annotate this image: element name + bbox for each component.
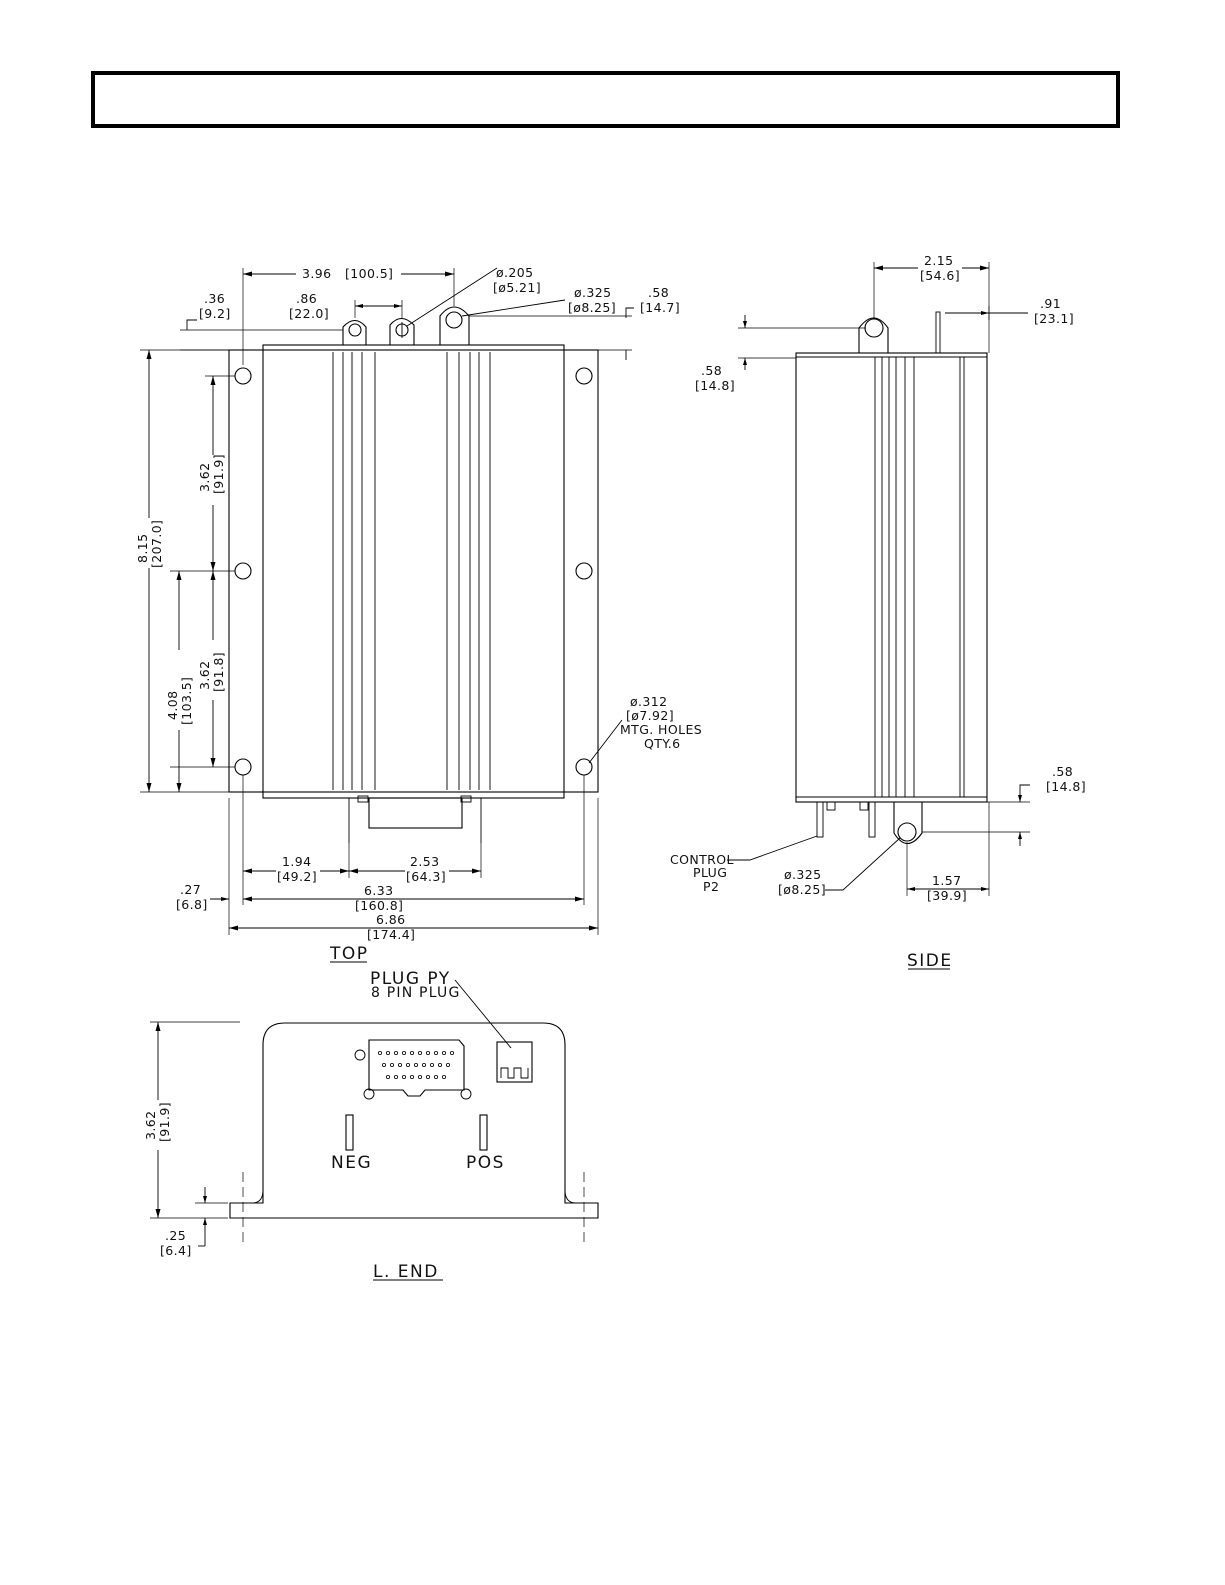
dim-8-15: 8.15 (135, 534, 150, 563)
mtg-holes-label: MTG. HOLES (620, 722, 702, 737)
dim-3-62-lower: 3.62 (197, 661, 212, 690)
dim-3-62-upper-mm: [91.9] (211, 454, 226, 494)
side-view-title: SIDE (907, 951, 953, 971)
dim-dia-0-205: ø.205 (496, 265, 533, 280)
dim-0-86: .86 (296, 291, 317, 306)
top-view-title: TOP (329, 944, 369, 964)
dim-0-27: .27 (180, 882, 201, 897)
dim-6-86: 6.86 (376, 912, 405, 927)
dim-4-08: 4.08 (165, 691, 180, 720)
dim-dia-0-205-mm: [ø5.21] (493, 280, 541, 295)
dim-3-62-end: 3.62 (143, 1111, 158, 1140)
top-view (140, 267, 634, 963)
dim-8-15-mm: [207.0] (149, 520, 164, 568)
dim-dia-0-312: ø.312 (630, 694, 667, 709)
dim-dia-0-312-mm: [ø7.92] (626, 708, 674, 723)
side-view-labels: 2.15 [54.6] .91 [23.1] .58 [14.8] .58 [1… (670, 253, 1086, 971)
dim-3-62-lower-mm: [91.8] (211, 652, 226, 692)
dim-0-36: .36 (204, 291, 225, 306)
dim-2-53-mm: [64.3] (406, 869, 446, 884)
dim-0-58-side: .58 (701, 363, 722, 378)
dim-0-58-side-mm: [14.8] (695, 378, 735, 393)
eight-pin-plug-label: 8 PIN PLUG (371, 985, 461, 1001)
top-view-labels: 3.96 [100.5] .86 [22.0] .36 [9.2] ø.205 … (135, 265, 702, 964)
control-plug-label-2: PLUG (693, 865, 727, 880)
dim-0-58-mm: [14.7] (640, 300, 680, 315)
dim-dia-0-325-side: ø.325 (784, 867, 821, 882)
dim-6-33: 6.33 (364, 883, 393, 898)
dim-4-08-mm: [103.5] (179, 677, 194, 725)
dim-2-53: 2.53 (410, 854, 439, 869)
end-view-labels: PLUG PY 8 PIN PLUG NEG POS 3.62 [91.9] .… (143, 969, 505, 1282)
dim-2-15-mm: [54.6] (920, 268, 960, 283)
pos-label: POS (466, 1153, 505, 1173)
dim-1-94-mm: [49.2] (277, 869, 317, 884)
dim-3-62-end-mm: [91.9] (157, 1102, 172, 1142)
dim-0-91-mm: [23.1] (1034, 311, 1074, 326)
dim-2-15: 2.15 (924, 253, 953, 268)
dim-1-57-mm: [39.9] (927, 888, 967, 903)
dim-0-27-mm: [6.8] (176, 897, 208, 912)
dim-0-91: .91 (1040, 296, 1061, 311)
dim-dia-0-325-mm: [ø8.25] (568, 300, 616, 315)
control-plug-label-3: P2 (703, 879, 719, 894)
dim-0-25-mm: [6.4] (160, 1243, 192, 1258)
dim-1-57: 1.57 (932, 873, 961, 888)
neg-label: NEG (331, 1153, 372, 1173)
dim-0-58-side-bottom: .58 (1052, 764, 1073, 779)
end-view-title: L. END (373, 1262, 439, 1282)
dim-1-94: 1.94 (282, 854, 311, 869)
dim-dia-0-325-side-mm: [ø8.25] (778, 882, 826, 897)
dim-3-96: 3.96 (302, 266, 331, 281)
dim-0-86-mm: [22.0] (289, 306, 329, 321)
end-view (150, 979, 599, 1281)
control-plug-label-1: CONTROL (670, 852, 734, 867)
dim-3-62-upper: 3.62 (197, 463, 212, 492)
dim-6-33-mm: [160.8] (355, 898, 403, 913)
dim-6-86-mm: [174.4] (367, 927, 415, 942)
dim-0-25: .25 (165, 1228, 186, 1243)
header-box (91, 71, 1120, 128)
plug-py-label: PLUG PY (370, 969, 451, 989)
dim-0-58-side-bottom-mm: [14.8] (1046, 779, 1086, 794)
side-view (727, 262, 1030, 970)
dim-dia-0-325: ø.325 (574, 285, 611, 300)
connector-pins (377, 1051, 454, 1080)
dim-3-96-mm: [100.5] (345, 266, 393, 281)
dim-0-58: .58 (648, 285, 669, 300)
dim-0-36-mm: [9.2] (199, 306, 231, 321)
qty-label: QTY.6 (644, 736, 681, 751)
